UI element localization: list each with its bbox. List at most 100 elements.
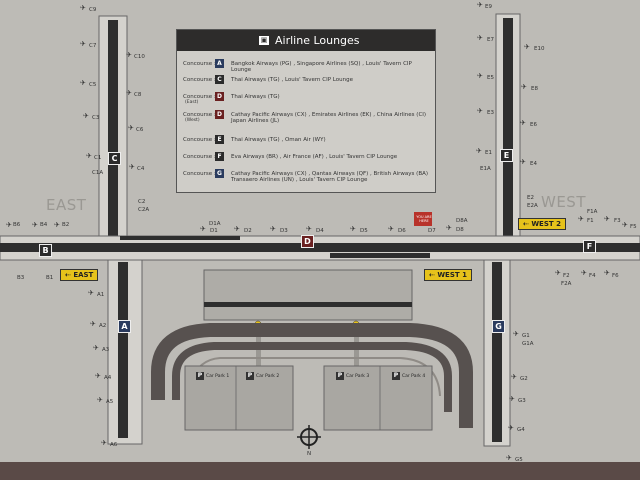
gate-label: B4 — [40, 222, 48, 228]
airplane-icon: ✈ — [80, 4, 86, 12]
gate-label: D6 — [398, 228, 406, 234]
airplane-icon: ✈ — [578, 215, 584, 223]
airplane-icon: ✈ — [32, 221, 38, 229]
lounge-row: Concourse : E Thai Airways (TG) , Oman A… — [183, 135, 326, 144]
west-label: WEST — [541, 193, 586, 211]
east-label: EAST — [46, 196, 87, 214]
gate-label: E2 — [527, 195, 534, 201]
concourse-letter: E — [215, 135, 224, 144]
gate-label: D3 — [280, 228, 288, 234]
airplane-icon: ✈ — [54, 221, 60, 229]
gate-label: G2 — [520, 376, 528, 382]
lounge-row: Concourse : G Cathay Pacific Airways (CX… — [183, 169, 428, 183]
panel-title: Airline Lounges — [275, 34, 360, 47]
airplane-icon: ✈ — [90, 320, 96, 328]
airplane-icon: ✈ — [80, 40, 86, 48]
lounge-row: Concourse : (West) D Cathay Pacific Airw… — [183, 110, 427, 124]
gate-label: E7 — [487, 37, 494, 43]
gate-label: D2 — [244, 228, 252, 234]
parking-icon: P — [196, 372, 204, 380]
west-2-sign: ⇠ WEST 2 — [518, 218, 566, 230]
airplane-icon: ✈ — [270, 225, 276, 233]
gate-label: D7 — [428, 228, 436, 234]
east-sign: ⇠ EAST — [60, 269, 99, 281]
airplane-icon: ✈ — [129, 163, 135, 171]
airplane-icon: ✈ — [93, 344, 99, 352]
airline-lounges-panel: ▣ Airline Lounges Concourse : A Bangkok … — [176, 29, 436, 193]
gate-label: C1A — [92, 170, 104, 176]
parking-icon: P — [392, 372, 400, 380]
concourse-a-badge: A — [118, 320, 131, 333]
gate-label: D5 — [360, 228, 368, 234]
gate-label: E6 — [530, 122, 537, 128]
gate-label: F2 — [563, 273, 570, 279]
airplane-icon: ✈ — [622, 221, 628, 229]
gate-label: C4 — [137, 166, 145, 172]
concourse-letter: D — [215, 92, 224, 101]
arrow-left-icon: ⇠ — [429, 271, 438, 279]
gate-label: E10 — [534, 46, 545, 52]
concourse-letter: G — [215, 169, 224, 178]
gate-label: F4 — [589, 273, 596, 279]
gate-label: E3 — [487, 110, 494, 116]
gate-label: E1A — [480, 166, 491, 172]
lounge-row: Concourse : F Eva Airways (BR) , Air Fra… — [183, 152, 398, 161]
airplane-icon: ✈ — [95, 372, 101, 380]
concourse-e-badge: E — [500, 149, 513, 162]
gate-label: C1 — [94, 155, 102, 161]
gate-label: E5 — [487, 75, 494, 81]
gate-label: C3 — [92, 115, 100, 121]
airplane-icon: ✈ — [604, 215, 610, 223]
airplane-icon: ✈ — [513, 330, 519, 338]
airplane-icon: ✈ — [234, 225, 240, 233]
parking-icon: P — [336, 372, 344, 380]
gate-label: E8 — [531, 86, 538, 92]
panel-header: ▣ Airline Lounges — [177, 30, 435, 51]
airplane-icon: ✈ — [200, 225, 206, 233]
gate-label: C9 — [89, 7, 97, 13]
airplane-icon: ✈ — [126, 51, 132, 59]
airplane-icon: ✈ — [520, 119, 526, 127]
gate-label: D8A — [456, 218, 468, 224]
gate-label: A1 — [97, 292, 105, 298]
airplane-icon: ✈ — [477, 1, 483, 9]
airplane-icon: ✈ — [388, 225, 394, 233]
gate-label: G4 — [517, 427, 525, 433]
airplane-icon: ✈ — [521, 83, 527, 91]
airplane-icon: ✈ — [88, 289, 94, 297]
airplane-icon: ✈ — [477, 72, 483, 80]
airplane-icon: ✈ — [6, 221, 12, 229]
airplane-icon: ✈ — [101, 439, 107, 447]
gate-label: C2A — [138, 207, 150, 213]
airplane-icon: ✈ — [128, 124, 134, 132]
concourse-g-badge: G — [492, 320, 505, 333]
airplane-icon: ✈ — [555, 269, 561, 277]
compass-north-label: N — [307, 451, 312, 457]
concourse-letter: A — [215, 59, 224, 68]
airplane-icon: ✈ — [350, 225, 356, 233]
gate-label: C2 — [138, 199, 146, 205]
gate-label: C8 — [134, 92, 142, 98]
gate-label: E2A — [527, 203, 538, 209]
airplane-icon: ✈ — [446, 224, 452, 232]
gate-label: G1A — [522, 341, 534, 347]
concourse-b-badge: B — [39, 244, 52, 257]
gate-label: F2A — [561, 281, 572, 287]
gate-label: G3 — [518, 398, 526, 404]
concourse-letter: D — [215, 110, 224, 119]
lounge-row: Concourse : C Thai Airways (TG) , Louis'… — [183, 75, 353, 84]
concourse-letter: F — [215, 152, 224, 161]
gate-label: C7 — [89, 43, 97, 49]
airplane-icon: ✈ — [306, 225, 312, 233]
airplane-icon: ✈ — [508, 424, 514, 432]
concourse-f-badge: F — [583, 240, 596, 253]
gate-label: B1 — [46, 275, 54, 281]
airplane-icon: ✈ — [524, 43, 530, 51]
gate-label: C10 — [134, 54, 145, 60]
parking-icon: P — [246, 372, 254, 380]
you-are-here-label: YOU ARE HERE — [416, 215, 432, 223]
